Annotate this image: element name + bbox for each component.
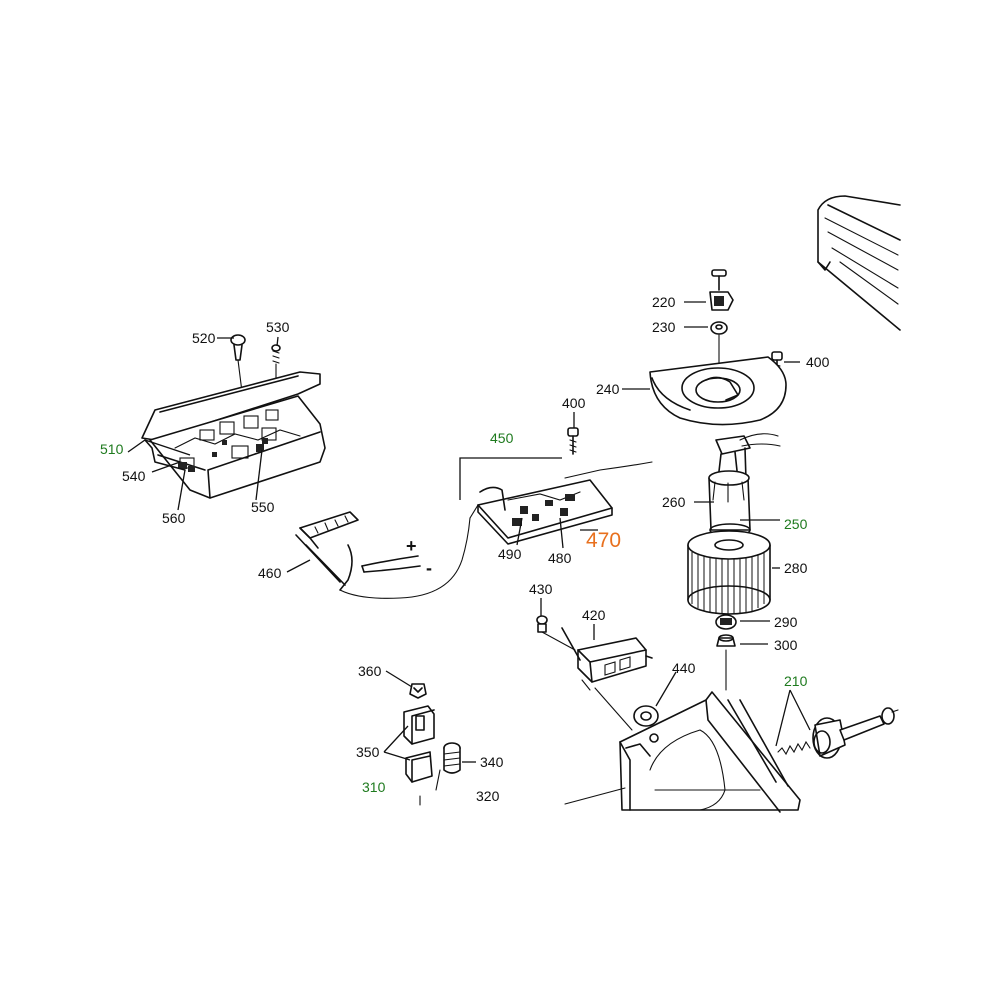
spring-340 bbox=[435, 742, 461, 791]
label-510: 510 bbox=[100, 441, 124, 457]
blower-wheel-280 bbox=[687, 530, 771, 615]
label-280: 280 bbox=[784, 560, 808, 576]
grommet-440 bbox=[633, 705, 659, 727]
fan-210 bbox=[812, 707, 899, 759]
motor-260 bbox=[708, 470, 751, 537]
label-300: 300 bbox=[774, 637, 798, 653]
clip-350-lower bbox=[405, 751, 433, 783]
plus-symbol: + bbox=[406, 536, 417, 556]
relay-420 bbox=[561, 627, 653, 691]
clip-220 bbox=[709, 291, 734, 311]
mounting-plate-240 bbox=[649, 356, 787, 426]
label-400-center: 400 bbox=[562, 395, 586, 411]
label-360: 360 bbox=[358, 663, 382, 679]
label-400-right: 400 bbox=[806, 354, 830, 370]
box-510 bbox=[141, 371, 326, 499]
wire-plus-minus bbox=[361, 555, 421, 573]
label-320: 320 bbox=[476, 788, 500, 804]
screw-220-top bbox=[711, 269, 727, 291]
label-520: 520 bbox=[192, 330, 216, 346]
screw-400-center bbox=[567, 427, 579, 455]
label-460: 460 bbox=[258, 565, 282, 581]
label-290: 290 bbox=[774, 614, 798, 630]
cable-to-board bbox=[339, 517, 471, 599]
clip-350-upper bbox=[403, 705, 435, 745]
label-240: 240 bbox=[596, 381, 620, 397]
washer-230 bbox=[710, 321, 728, 335]
circuit-board-450 bbox=[469, 461, 653, 545]
label-260: 260 bbox=[662, 494, 686, 510]
label-340: 340 bbox=[480, 754, 504, 770]
label-230: 230 bbox=[652, 319, 676, 335]
nut-300 bbox=[716, 634, 736, 647]
label-350: 350 bbox=[356, 744, 380, 760]
minus-symbol: - bbox=[426, 558, 432, 578]
label-490: 490 bbox=[498, 546, 522, 562]
leader-lines bbox=[127, 301, 811, 763]
plug-460 bbox=[295, 511, 359, 591]
label-550: 550 bbox=[251, 499, 275, 515]
label-420: 420 bbox=[582, 607, 606, 623]
label-450: 450 bbox=[490, 430, 514, 446]
label-220: 220 bbox=[652, 294, 676, 310]
labels: 220 230 400 240 400 450 250 260 470 490 … bbox=[100, 294, 830, 804]
label-470: 470 bbox=[586, 529, 621, 552]
screw-430 bbox=[536, 615, 576, 651]
connector-block bbox=[715, 433, 781, 481]
label-430: 430 bbox=[529, 581, 553, 597]
label-440: 440 bbox=[672, 660, 696, 676]
base-housing bbox=[564, 691, 801, 813]
screw-360 bbox=[409, 683, 427, 699]
label-540: 540 bbox=[122, 468, 146, 484]
label-480: 480 bbox=[548, 550, 572, 566]
label-560: 560 bbox=[162, 510, 186, 526]
housing-cover-fragment bbox=[817, 195, 901, 331]
clamp-290 bbox=[715, 614, 737, 630]
label-250: 250 bbox=[784, 516, 808, 532]
label-210: 210 bbox=[784, 673, 808, 689]
spring-210 bbox=[777, 740, 811, 756]
label-530: 530 bbox=[266, 319, 290, 335]
label-310: 310 bbox=[362, 779, 386, 795]
